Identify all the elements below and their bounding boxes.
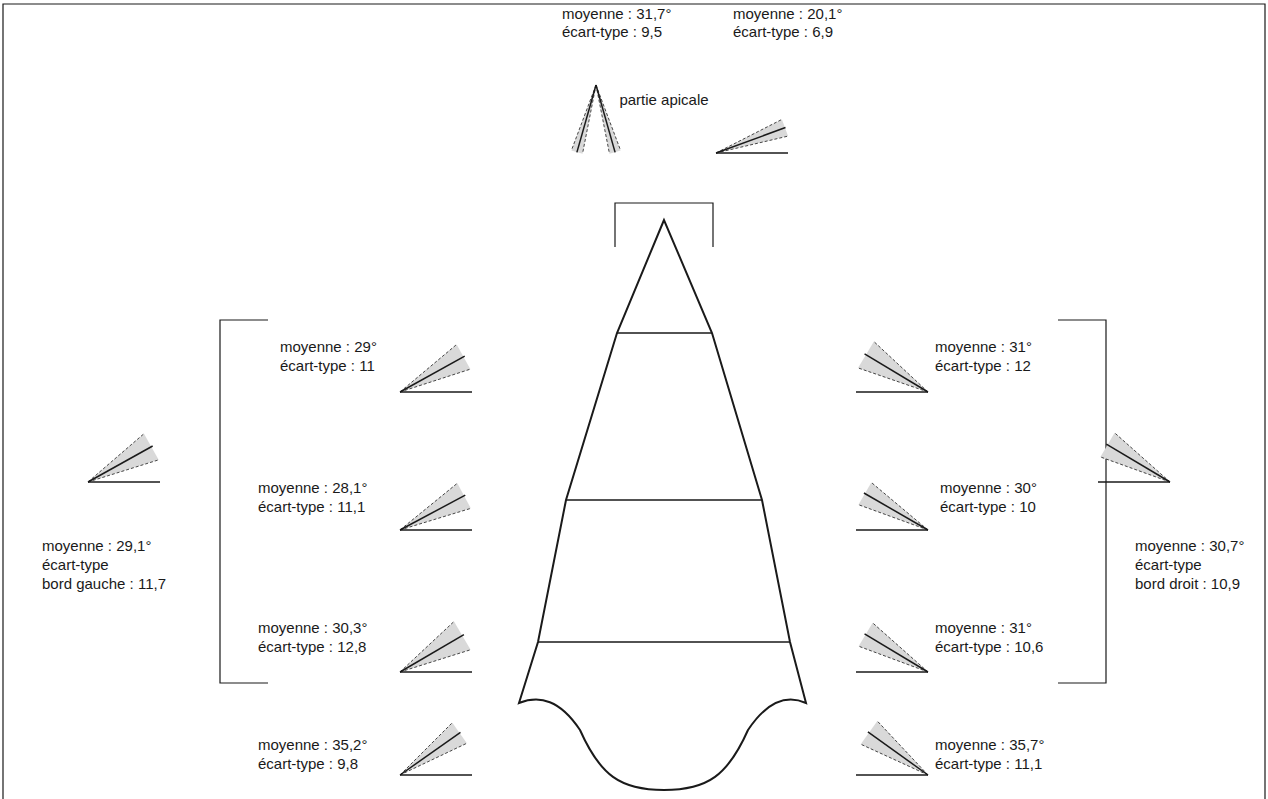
measure-label: moyenne : 30°: [940, 479, 1037, 497]
angle-glyph: [856, 482, 928, 530]
base-line: [856, 529, 928, 531]
base-line: [856, 391, 928, 393]
spread-wedge: [1100, 433, 1170, 482]
mean-line: [88, 446, 153, 482]
apex-glyph: [571, 85, 620, 154]
measure-label: moyenne : 31,7°: [562, 5, 671, 23]
spread-wedge: [400, 344, 470, 392]
measure-label: écart-type : 12,8: [258, 638, 366, 656]
sd-line: [873, 623, 928, 672]
sd-line: [400, 344, 457, 392]
sd-line: [871, 482, 928, 530]
measure-label: écart-type : 11,1: [935, 755, 1042, 773]
spread-wedge: [716, 119, 788, 153]
spread-wedge: [400, 483, 471, 530]
spread-wedge: [400, 723, 467, 775]
measure-label: moyenne : 28,1°: [258, 479, 367, 497]
base-line: [88, 481, 160, 483]
base-line: [400, 529, 472, 531]
measure-label: moyenne : 30,3°: [258, 619, 367, 637]
mean-line: [400, 635, 464, 672]
angle-glyph: [856, 342, 928, 392]
measure-label: moyenne : 35,7°: [935, 736, 1044, 754]
angle-glyph: [400, 344, 472, 392]
sd-line: [400, 723, 452, 775]
measure-label: écart-type : 11,1: [258, 498, 365, 516]
measure-label: écart-type : 9,5: [562, 23, 662, 41]
sd-line: [400, 621, 454, 672]
measure-label: écart-type : 10,6: [935, 638, 1043, 656]
bracket: [1058, 320, 1106, 683]
mean-line: [864, 493, 928, 530]
measure-label: moyenne : 20,1°: [733, 5, 842, 23]
mean-line: [868, 732, 928, 775]
measure-label: moyenne : 30,7°: [1135, 537, 1244, 555]
spread-wedge: [861, 721, 928, 775]
measure-label: bord gauche : 11,7: [42, 575, 166, 593]
angle-glyph: [400, 723, 472, 775]
measure-label: écart-type : 9,8: [258, 755, 358, 773]
mean-line: [865, 634, 928, 672]
tooth-outline: [519, 220, 806, 790]
measure-label: écart-type : 6,9: [733, 23, 833, 41]
measure-label: moyenne : 31°: [935, 338, 1032, 356]
measure-label: écart-type : 10: [940, 498, 1036, 516]
frame: [3, 4, 1265, 799]
measure-label: moyenne : 31°: [935, 619, 1032, 637]
base-line: [400, 671, 472, 673]
base-line: [856, 774, 928, 776]
measure-label: écart-type : 12: [935, 357, 1031, 375]
sd-line: [874, 342, 928, 392]
measure-label: moyenne : 29°: [280, 338, 377, 356]
angle-glyph: [1098, 433, 1170, 482]
angle-glyph: [856, 623, 928, 672]
measure-label: écart-type: [42, 556, 109, 574]
sd-line: [716, 119, 782, 153]
mean-line: [865, 354, 928, 392]
sd-line: [716, 136, 788, 153]
spread-wedge: [88, 434, 159, 482]
measure-label: moyenne : 35,2°: [258, 736, 367, 754]
sd-line: [400, 650, 471, 672]
base-line: [400, 774, 472, 776]
mean-line: [400, 732, 460, 775]
measure-label: moyenne : 29,1°: [42, 537, 151, 555]
bracket: [615, 203, 713, 247]
spread-wedge: [859, 623, 928, 672]
spread-wedge: [858, 342, 928, 392]
sd-line: [88, 434, 144, 482]
measure-label: bord droit : 10,9: [1135, 575, 1240, 593]
angle-glyph: [88, 434, 160, 482]
spread-wedge: [400, 621, 471, 672]
mean-line: [1106, 444, 1170, 482]
section-line: [538, 333, 790, 642]
sd-line: [877, 721, 928, 775]
sd-line: [1115, 433, 1170, 482]
sd-line: [400, 743, 467, 775]
angle-glyph: [400, 621, 472, 672]
base-line: [1098, 481, 1170, 483]
sd-line: [858, 505, 928, 530]
measure-label: partie apicale: [619, 91, 708, 109]
spread-wedge: [858, 482, 928, 530]
base-line: [716, 152, 788, 154]
measure-label: écart-type : 11: [280, 357, 375, 375]
angle-glyph: [856, 721, 928, 775]
base-line: [856, 671, 928, 673]
sd-line: [400, 483, 457, 530]
mean-line: [400, 356, 465, 392]
angle-glyph: [716, 119, 788, 153]
angle-glyph: [400, 483, 472, 530]
sd-line: [861, 744, 928, 775]
mean-line: [400, 495, 465, 530]
base-line: [400, 391, 472, 393]
mean-line: [716, 128, 785, 153]
sd-line: [859, 646, 928, 672]
measure-label: écart-type: [1135, 556, 1202, 574]
